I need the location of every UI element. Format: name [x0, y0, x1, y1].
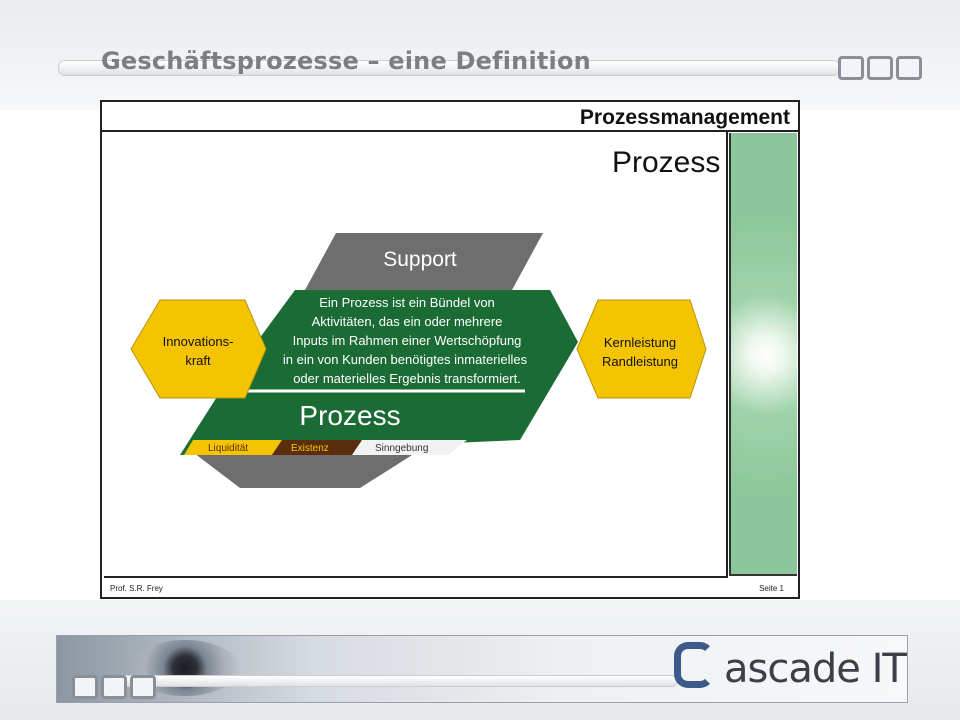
support-label: Support — [383, 248, 457, 271]
band-sinngebung — [352, 440, 467, 455]
deco-box — [838, 56, 864, 80]
footer-rule — [115, 675, 677, 687]
deco-box — [867, 56, 893, 80]
process-label: Prozess — [299, 400, 400, 431]
deco-box — [72, 675, 98, 699]
slide-content-area — [104, 131, 728, 578]
slide-side-bar — [729, 133, 797, 576]
slide-footer-author: Prof. S.R. Frey — [110, 584, 163, 593]
slide-divider — [102, 130, 798, 132]
definition-line-2: Aktivitäten, das ein oder mehrere — [312, 314, 503, 329]
right-hex-line-1: Kernleistung — [604, 335, 676, 350]
header-deco-boxes — [838, 56, 922, 80]
company-logo-text: ascade IT — [724, 646, 907, 692]
definition-line-4: in ein von Kunden benötigtes inmateriell… — [283, 352, 528, 367]
deco-box — [896, 56, 922, 80]
band-label-liquiditaet: Liquidität — [208, 443, 248, 454]
deco-box — [101, 675, 127, 699]
right-hexagon — [576, 299, 707, 399]
band-existenz — [272, 440, 362, 455]
header-background — [0, 0, 960, 110]
band-label-existenz: Existenz — [291, 443, 329, 454]
definition-line-1: Ein Prozess ist ein Bündel von — [319, 295, 495, 310]
logo-c-mark — [674, 642, 714, 688]
slide-subtitle: Prozess — [612, 146, 721, 179]
left-hex-line-2: kraft — [185, 353, 211, 368]
slide-header: Prozessmanagement — [579, 106, 790, 129]
deco-box — [130, 675, 156, 699]
band-liquiditaet — [184, 440, 282, 455]
right-hex-line-2: Randleistung — [602, 354, 678, 369]
footer-deco-boxes — [72, 675, 156, 699]
definition-line-5: oder materielles Ergebnis transformiert. — [293, 371, 521, 386]
definition-line-3: Inputs im Rahmen einer Wertschöpfung — [293, 333, 522, 348]
slide-footer-page: Seite 1 — [759, 584, 784, 593]
support-shape — [305, 233, 543, 290]
process-shape — [180, 290, 578, 455]
band-label-sinngebung: Sinngebung — [375, 443, 428, 454]
bottom-arrow-shape — [190, 450, 420, 488]
page-title: Geschäftsprozesse – eine Definition — [101, 47, 591, 75]
left-hex-line-1: Innovations- — [163, 334, 234, 349]
left-hexagon — [130, 299, 267, 399]
